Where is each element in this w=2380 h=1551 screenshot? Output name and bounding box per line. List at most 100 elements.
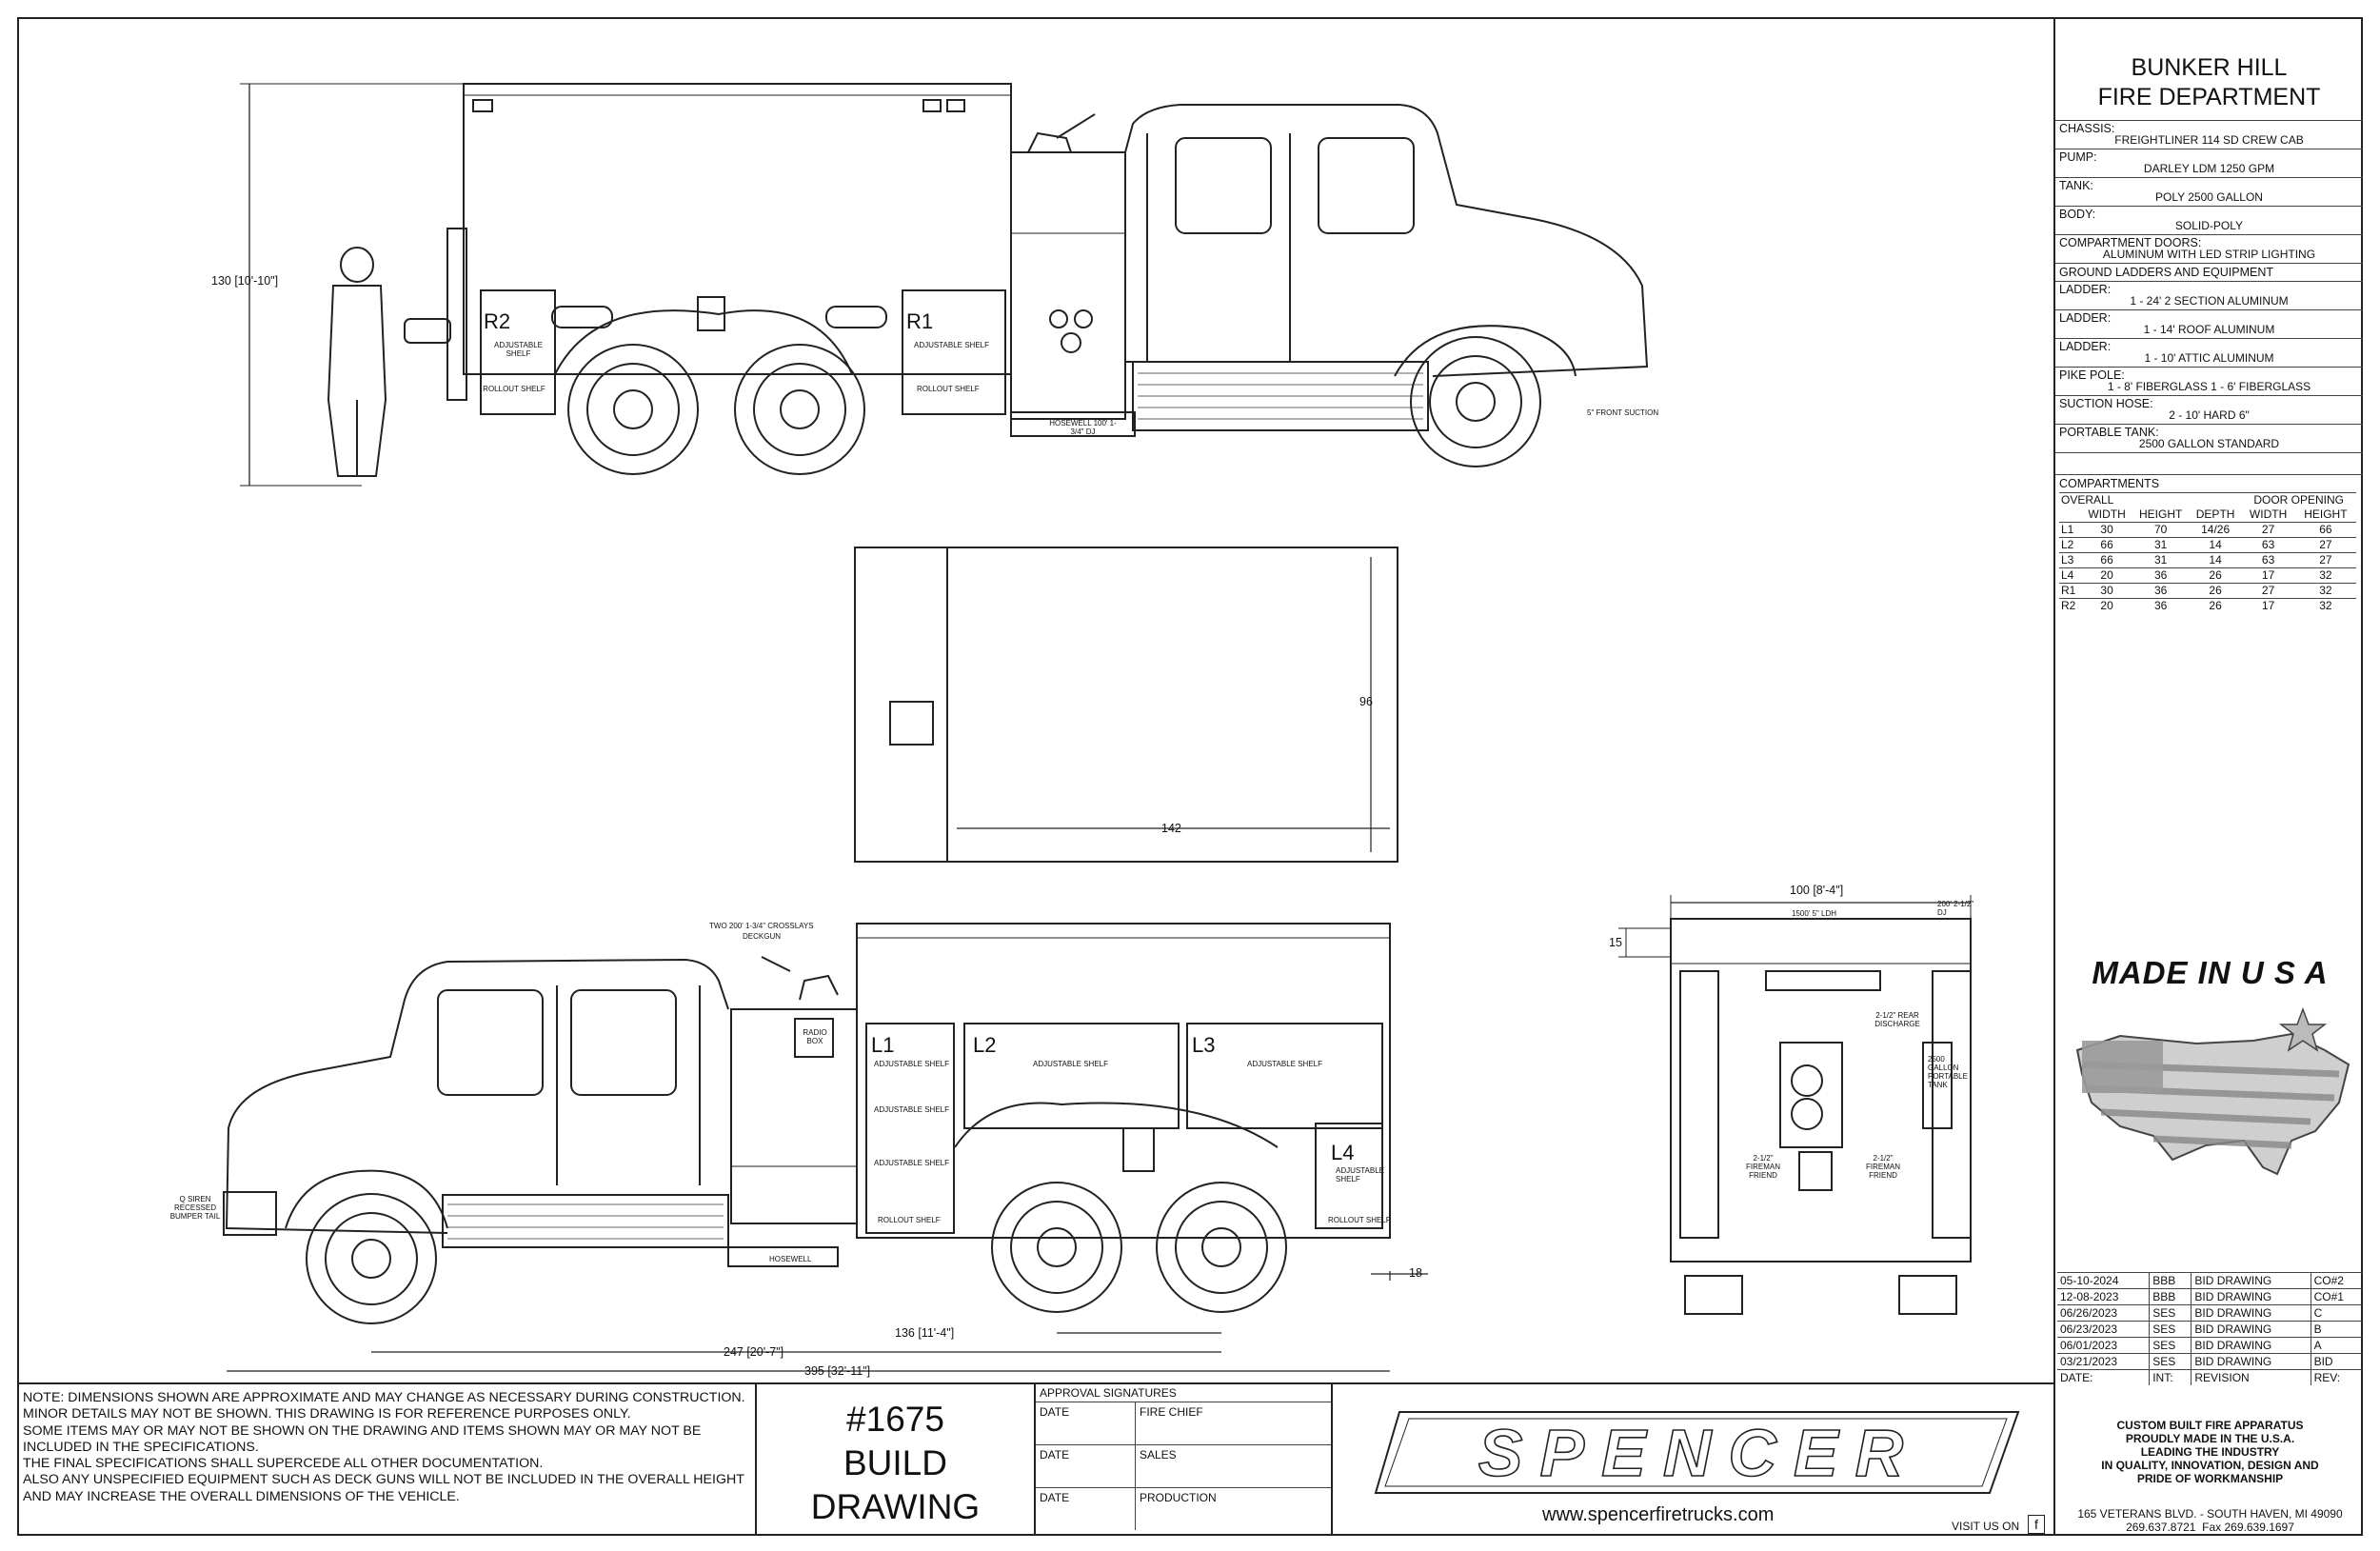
compartment-cell: 63 xyxy=(2241,552,2295,568)
approval-date-field[interactable]: DATE xyxy=(1036,1444,1136,1488)
l4-rollout-label: ROLLOUT SHELF xyxy=(1328,1216,1391,1224)
compartment-cell: 63 xyxy=(2241,537,2295,553)
notes-box: NOTE: DIMENSIONS SHOWN ARE APPROXIMATE A… xyxy=(17,1382,757,1536)
crosslays-label: TWO 200' 1-3/4" CROSSLAYS xyxy=(709,922,814,930)
approval-date-field[interactable]: DATE xyxy=(1036,1402,1136,1445)
note-line: THE FINAL SPECIFICATIONS SHALL SUPERCEDE… xyxy=(23,1456,544,1472)
compartment-cell: 27 xyxy=(2294,552,2356,568)
left-hosewell-label: HOSEWELL xyxy=(769,1255,812,1263)
revision-cell: BID DRAWING xyxy=(2191,1272,2311,1289)
compartment-cell: 26 xyxy=(2189,598,2242,613)
drawing-number-line: BUILD xyxy=(843,1443,947,1482)
tagline-line: PRIDE OF WORKMANSHIP xyxy=(2136,1472,2284,1485)
compartment-cell: 36 xyxy=(2132,598,2190,613)
siren-label: Q SIREN RECESSED BUMPER TAIL xyxy=(169,1195,221,1221)
rear-width-dimension: 100 [8'-4"] xyxy=(1790,884,1844,897)
column-header: DEPTH xyxy=(2195,507,2235,521)
top-length-dimension: 142 xyxy=(1161,822,1181,835)
rear-overhang-dimension: 18 xyxy=(1409,1266,1422,1280)
compartment-label-r1: R1 xyxy=(906,309,934,333)
compartment-cell: 30 xyxy=(2081,583,2132,599)
revision-cell: SES xyxy=(2149,1353,2192,1370)
l1-shelf-label-3: ADJUSTABLE SHELF xyxy=(874,1159,949,1167)
ground-ladders-header: GROUND LADDERS AND EQUIPMENT xyxy=(2055,263,2363,281)
approval-signature-production[interactable]: PRODUCTION xyxy=(1135,1487,1331,1530)
fireman-friend-left-label: 2-1/2" FIREMAN FRIEND xyxy=(1746,1154,1780,1180)
spec-label: PORTABLE TANK: xyxy=(2059,426,2159,439)
spec-label: LADDER: xyxy=(2059,311,2112,325)
compartment-cell: 17 xyxy=(2241,598,2295,613)
revision-cell: BID xyxy=(2310,1353,2362,1370)
revision-cell: BID DRAWING xyxy=(2191,1353,2311,1370)
compartment-cell: 31 xyxy=(2132,537,2190,553)
spec-value: 1 - 10' ATTIC ALUMINUM xyxy=(2144,351,2274,365)
revision-cell: BID DRAWING xyxy=(2191,1321,2311,1338)
address-line: 165 VETERANS BLVD. - SOUTH HAVEN, MI 490… xyxy=(2077,1507,2343,1521)
fax-number: Fax 269.639.1697 xyxy=(2202,1521,2294,1534)
note-line: ALSO ANY UNSPECIFIED EQUIPMENT SUCH AS D… xyxy=(23,1472,744,1488)
rear-height-15-dimension: 15 xyxy=(1609,936,1622,949)
compartment-label-l4: L4 xyxy=(1331,1141,1355,1164)
column-header: WIDTH xyxy=(2249,507,2288,521)
drawing-sheet-border xyxy=(17,17,2363,1536)
spec-value: 2 - 10' HARD 6" xyxy=(2169,408,2250,422)
revision-cell: 06/23/2023 xyxy=(2057,1321,2150,1338)
made-in-usa-label: MADE IN U S A xyxy=(2092,955,2329,990)
spec-chassis: CHASSIS:FREIGHTLINER 114 SD CREW CAB xyxy=(2055,120,2363,149)
compartment-cell: L4 xyxy=(2059,567,2082,584)
compartment-cell: 14 xyxy=(2189,537,2242,553)
compartments-column-row: WIDTH HEIGHT DEPTH WIDTH HEIGHT xyxy=(2059,507,2356,523)
company-address: 165 VETERANS BLVD. - SOUTH HAVEN, MI 490… xyxy=(2055,1507,2365,1534)
tagline-line: PROUDLY MADE IN THE U.S.A. xyxy=(2125,1432,2295,1445)
compartment-label-r2: R2 xyxy=(484,309,511,333)
portable-tank-label: 2500 GALLON PORTABLE TANK xyxy=(1928,1055,1968,1089)
l1-rollout-label: ROLLOUT SHELF xyxy=(878,1216,941,1224)
title-block: BUNKER HILL FIRE DEPARTMENT CHASSIS:FREI… xyxy=(2053,17,2363,1536)
spec-value: ALUMINUM WITH LED STRIP LIGHTING xyxy=(2102,248,2316,261)
r2-rollout-label: ROLLOUT SHELF xyxy=(483,385,545,393)
note-line: INCLUDED IN THE SPECIFICATIONS. xyxy=(23,1439,259,1455)
website-link[interactable]: www.spencerfiretrucks.com xyxy=(1542,1504,1775,1525)
cab-to-axle-dimension: 247 [20'-7"] xyxy=(724,1345,784,1359)
column-header: WIDTH xyxy=(2088,507,2126,521)
spencer-logo: SPENCER xyxy=(1374,1411,2020,1494)
revision-cell: INT: xyxy=(2149,1369,2192,1385)
compartment-cell: L2 xyxy=(2059,537,2082,553)
l4-shelf-label: ADJUSTABLE SHELF xyxy=(1336,1166,1384,1183)
approval-signature-fire-chief[interactable]: FIRE CHIEF xyxy=(1135,1402,1331,1445)
compartments-header: COMPARTMENTS xyxy=(2059,477,2160,490)
overall-label: OVERALL xyxy=(2059,492,2190,507)
spec-value: 1 - 8' FIBERGLASS 1 - 6' FIBERGLASS xyxy=(2107,380,2311,393)
drawing-number: #1675 BUILD DRAWING xyxy=(757,1398,1034,1529)
compartment-cell: L3 xyxy=(2059,552,2082,568)
column-header xyxy=(2059,507,2082,523)
spec-label: SUCTION HOSE: xyxy=(2059,397,2153,410)
compartment-cell: 32 xyxy=(2294,583,2356,599)
revision-cell: A xyxy=(2310,1337,2362,1354)
approval-signature-sales[interactable]: SALES xyxy=(1135,1444,1331,1488)
l3-shelf-label: ADJUSTABLE SHELF xyxy=(1247,1060,1322,1068)
spec-value: DARLEY LDM 1250 GPM xyxy=(2143,162,2275,175)
equip-ladder-1: LADDER:1 - 24' 2 SECTION ALUMINUM xyxy=(2055,281,2363,309)
compartment-cell: 66 xyxy=(2294,522,2356,538)
spec-doors: COMPARTMENT DOORS:ALUMINUM WITH LED STRI… xyxy=(2055,234,2363,263)
spec-value: 1 - 24' 2 SECTION ALUMINUM xyxy=(2130,294,2289,308)
spec-label: COMPARTMENT DOORS: xyxy=(2059,236,2202,249)
approval-date-field[interactable]: DATE xyxy=(1036,1487,1136,1530)
column-header: HEIGHT xyxy=(2304,507,2348,521)
compartment-cell: 30 xyxy=(2081,522,2132,538)
facebook-icon[interactable]: f xyxy=(2028,1515,2045,1534)
compartments-group-row: OVERALL DOOR OPENING xyxy=(2059,492,2356,507)
customer-name: BUNKER HILL FIRE DEPARTMENT xyxy=(2055,53,2363,112)
spec-value: SOLID-POLY xyxy=(2174,219,2244,232)
